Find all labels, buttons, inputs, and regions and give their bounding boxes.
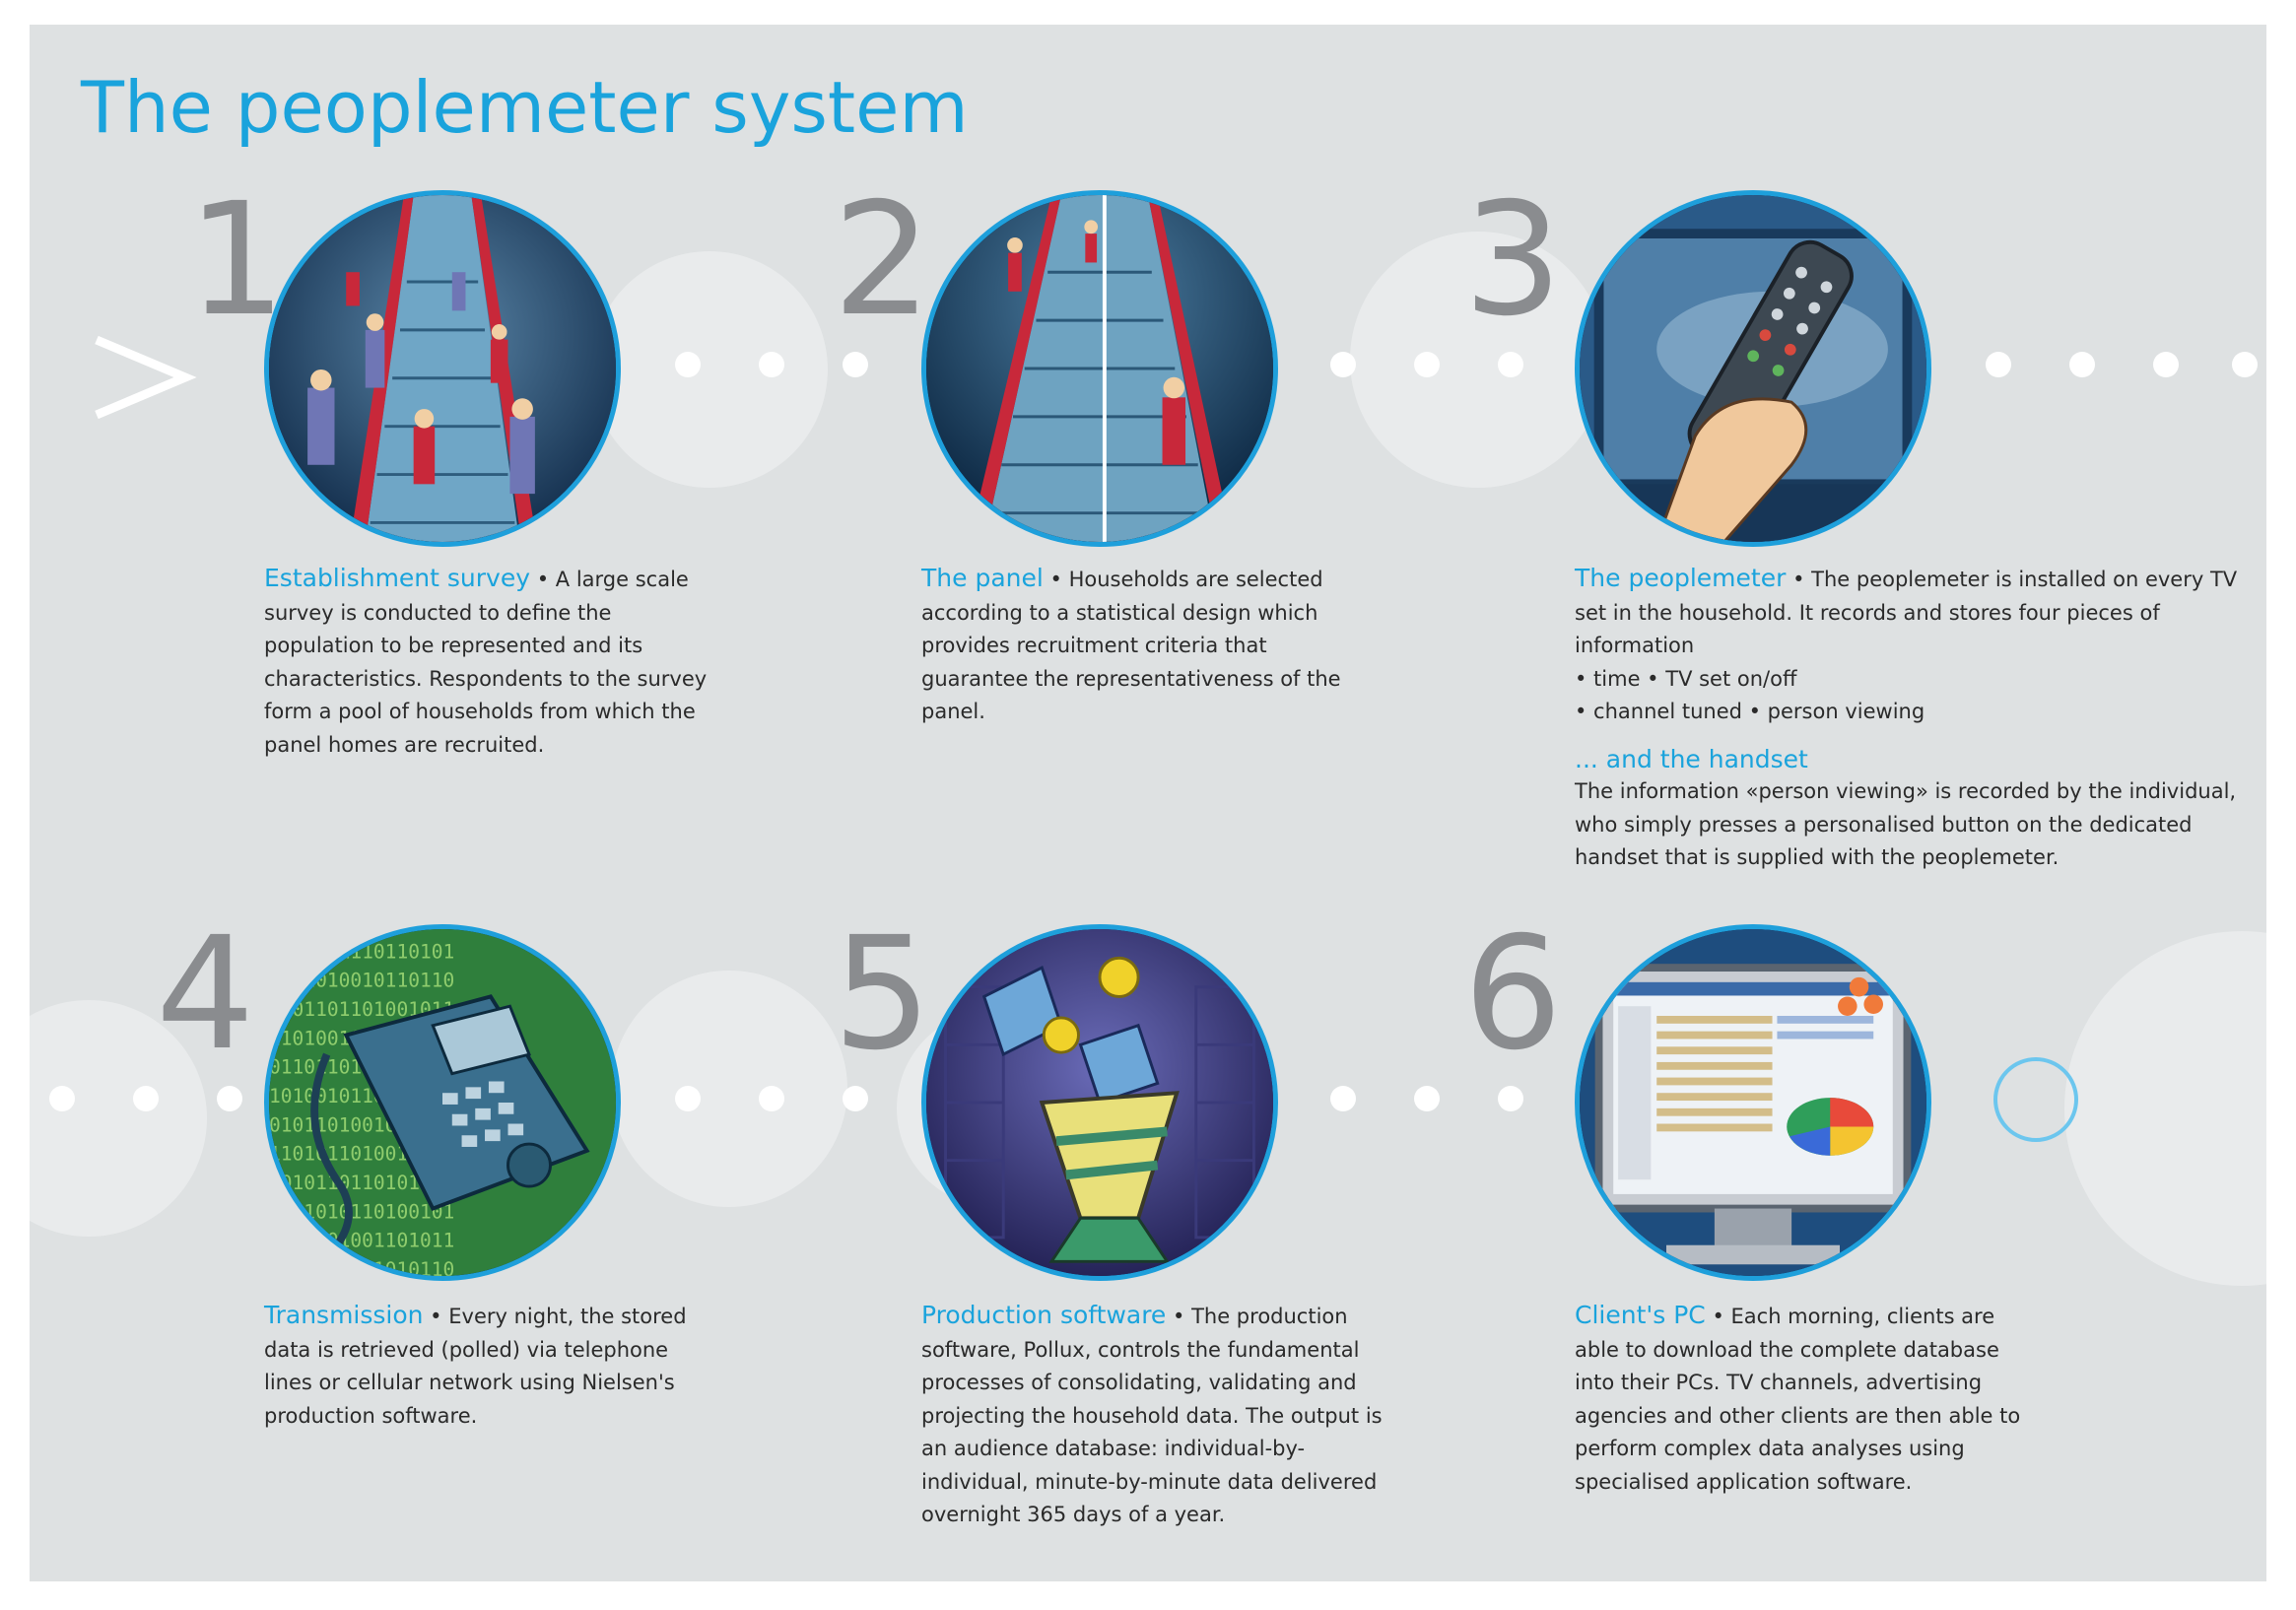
- connector-dot: [675, 352, 701, 377]
- connector-dot: [1986, 352, 2011, 377]
- step-number: 6: [1463, 904, 1563, 1085]
- svg-text:0101101001101011: 0101101001101011: [269, 1230, 454, 1252]
- step-5-description: Production software • The production sof…: [921, 1301, 1383, 1526]
- step-heading: Transmission: [264, 1301, 424, 1329]
- step-heading: Establishment survey: [264, 564, 531, 592]
- step-1-description: Establishment survey • A large scale sur…: [264, 564, 708, 757]
- connector-dot: [1498, 1086, 1523, 1111]
- connector-dot: [133, 1086, 159, 1111]
- step-5-illustration: [921, 924, 1278, 1281]
- step-1-illustration: [264, 190, 621, 547]
- bg-circle: [611, 971, 847, 1207]
- step-number: 4: [156, 904, 255, 1085]
- step-6-illustration: [1575, 924, 1931, 1281]
- step-number: 5: [833, 904, 932, 1085]
- connector-dot: [2153, 352, 2179, 377]
- step-2-description: The panel • Households are selected acco…: [921, 564, 1341, 723]
- connector-dot: [675, 1086, 701, 1111]
- svg-text:0010110110101001: 0010110110101001: [269, 1172, 454, 1194]
- step-subheading: ... and the handset: [1575, 744, 1808, 773]
- step-3-illustration: [1575, 190, 1931, 547]
- step-heading: The peoplemeter: [1575, 564, 1787, 592]
- connector-dot: [1414, 352, 1440, 377]
- step-2-illustration: [921, 190, 1278, 547]
- step-bullets: • time • TV set on/off: [1575, 666, 1797, 691]
- connector-dot: [1414, 1086, 1440, 1111]
- infographic-panel: The peoplemeter system 1: [30, 25, 2266, 1581]
- step-number: 2: [833, 169, 932, 351]
- step-3-description: The peoplemeter • The peoplemeter is ins…: [1575, 562, 2245, 875]
- bg-circle: [591, 251, 828, 488]
- svg-text:1011010010110110: 1011010010110110: [269, 970, 454, 992]
- connector-dot: [843, 352, 868, 377]
- step-text: The production software, Pollux, control…: [921, 1305, 1383, 1526]
- step-heading: The panel: [921, 564, 1044, 592]
- step-bullets: • channel tuned • person viewing: [1575, 700, 1925, 723]
- step-4-illustration: 0110101110110101 1011010010110110 0101101…: [264, 924, 621, 1281]
- step-heading: Production software: [921, 1301, 1167, 1329]
- svg-text:1011010110100101: 1011010110100101: [269, 1200, 454, 1223]
- svg-text:0110101110110101: 0110101110110101: [269, 940, 454, 963]
- step-6-description: Client's PC • Each morning, clients are …: [1575, 1301, 2021, 1494]
- connector-dot: [1330, 352, 1356, 377]
- step-number: 3: [1463, 169, 1563, 351]
- bg-circle: [2064, 931, 2266, 1286]
- connector-dot: [843, 1086, 868, 1111]
- step-text: A large scale survey is conducted to def…: [264, 568, 708, 757]
- connector-dot: [2069, 352, 2095, 377]
- step-heading: Client's PC: [1575, 1301, 1706, 1329]
- step-number: 1: [187, 169, 287, 351]
- step-subtext: The information «person viewing» is reco…: [1575, 779, 2237, 869]
- step-4-description: Transmission • Every night, the stored d…: [264, 1301, 687, 1428]
- svg-text:0101101101001011: 0101101101001011: [269, 998, 454, 1021]
- end-ring: [1993, 1057, 2078, 1142]
- step-text: Households are selected according to a s…: [921, 568, 1341, 723]
- page-title: The peoplemeter system: [81, 66, 969, 149]
- connector-dot: [759, 352, 784, 377]
- connector-dot: [2232, 352, 2258, 377]
- connector-dot: [759, 1086, 784, 1111]
- connector-dot: [217, 1086, 242, 1111]
- bg-circle: [1350, 232, 1606, 488]
- step-text: Every night, the stored data is retrieve…: [264, 1305, 687, 1428]
- connector-dot: [49, 1086, 75, 1111]
- svg-text:1101001011010110: 1101001011010110: [269, 1258, 454, 1276]
- connector-dot: [1498, 352, 1523, 377]
- step-text: Each morning, clients are able to downlo…: [1575, 1305, 2021, 1494]
- chevron-right-icon: [95, 335, 197, 420]
- connector-dot: [1330, 1086, 1356, 1111]
- step-text: The peoplemeter is installed on every TV…: [1575, 568, 2238, 657]
